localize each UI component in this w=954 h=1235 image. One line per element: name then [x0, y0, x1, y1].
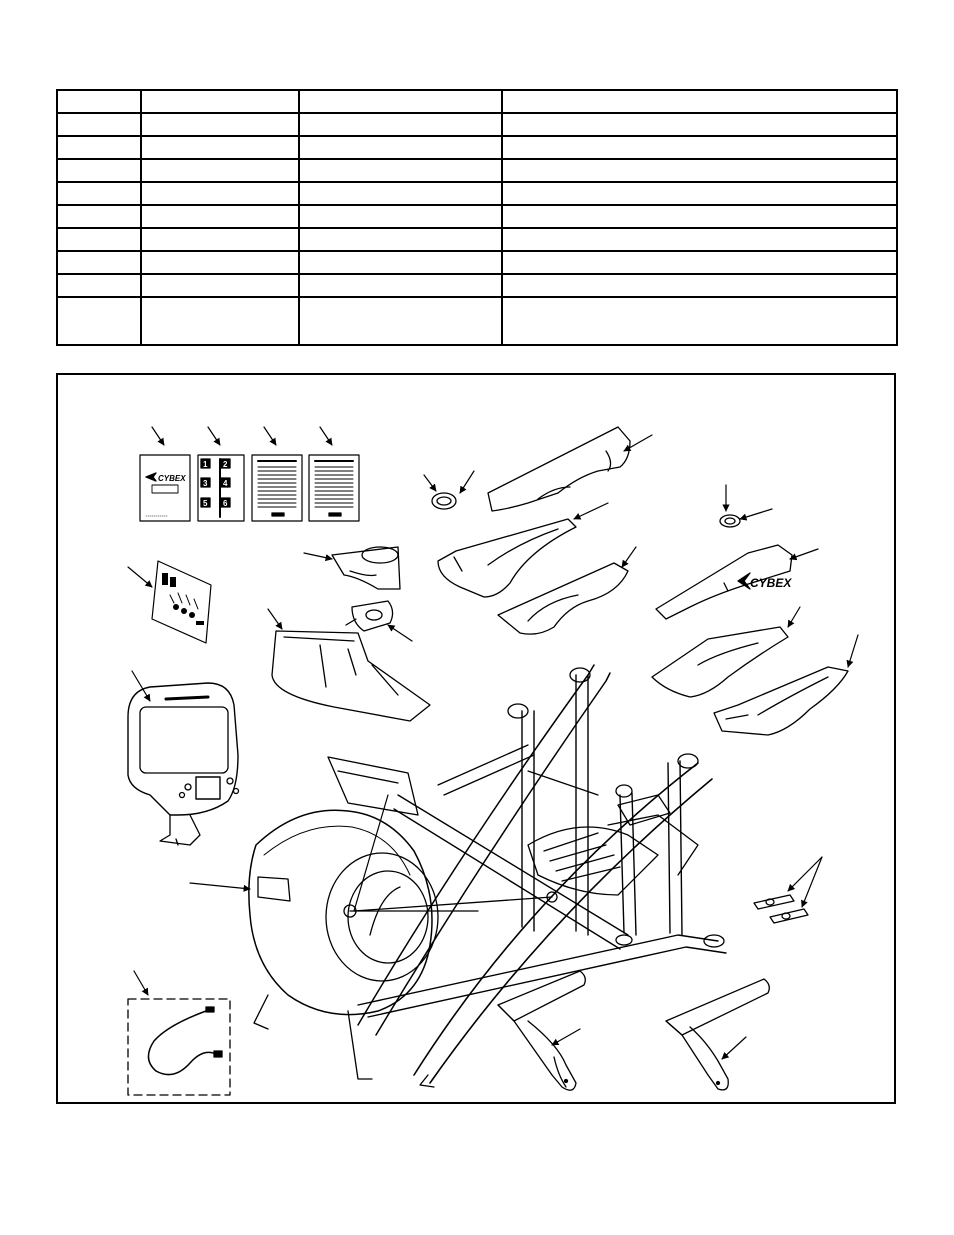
parts-table-cell: [56, 250, 142, 275]
power-cord-kit: [127, 998, 231, 1096]
parts-table-cell: [501, 273, 898, 298]
parts-table-row: [56, 181, 898, 206]
parts-table-row: [56, 250, 898, 275]
parts-table-cell: [140, 227, 300, 252]
parts-table-row: [56, 89, 898, 114]
left-handlebar: [497, 970, 586, 1091]
quick-card-number-boxes: [200, 458, 231, 508]
parts-table-cell: [56, 89, 142, 114]
exploded-parts-diagram: CYBEX 1 2 3 4 5 6: [56, 373, 896, 1104]
parts-table-cell: [56, 135, 142, 160]
parts-table-cell: [501, 135, 898, 160]
parts-table-cell: [298, 250, 503, 275]
parts-table-cell: [501, 296, 898, 346]
parts-table-cell: [298, 296, 503, 346]
right-side-cover-a: [651, 626, 789, 698]
right-top-cover: CYBEX: [655, 544, 793, 620]
parts-table-row: [56, 135, 898, 160]
parts-table-cell: [501, 204, 898, 229]
parts-table-row: [56, 158, 898, 183]
owners-manual: CYBEX: [139, 454, 191, 522]
quick-card-number-4: 4: [223, 479, 228, 488]
parts-table-cell: [56, 273, 142, 298]
left-side-cover-b: [497, 562, 629, 635]
parts-table-cell: [56, 112, 142, 137]
manual-brand-label: CYBEX: [158, 474, 186, 483]
quick-card-number-1: 1: [203, 460, 208, 469]
parts-table-cell: [140, 204, 300, 229]
parts-table-cell: [56, 227, 142, 252]
parts-table-cell: [298, 181, 503, 206]
parts-table-cell: [501, 158, 898, 183]
parts-table-cell: [501, 112, 898, 137]
parts-table-cell: [501, 227, 898, 252]
parts-table-cell: [140, 135, 300, 160]
lower-shroud-cup: [345, 600, 394, 632]
diagram-canvas: CYBEX 1 2 3 4 5 6: [127, 426, 859, 1096]
parts-table-row: [56, 273, 898, 298]
parts-table-cell: [298, 273, 503, 298]
right-handlebar: [665, 978, 770, 1091]
left-side-cover-a: [437, 518, 577, 598]
small-left-clip: [431, 492, 457, 510]
parts-table-cell: [140, 273, 300, 298]
parts-table: [56, 89, 898, 346]
parts-table-row: [56, 227, 898, 252]
parts-table-cell: [501, 89, 898, 114]
parts-table-row: [56, 112, 898, 137]
parts-table-cell: [501, 181, 898, 206]
parts-table-cell: [56, 181, 142, 206]
instruction-sheet-2: [308, 454, 360, 522]
parts-table-cell: [140, 89, 300, 114]
parts-table-cell: [56, 158, 142, 183]
quick-reference-card: 1 2 3 4 5 6: [197, 454, 245, 522]
callout-arrows: [127, 426, 859, 1060]
shroud-brand-label: CYBEX: [750, 576, 792, 590]
foot-pad-2: [769, 908, 809, 924]
right-side-cover-b: [713, 666, 849, 736]
parts-table-cell: [140, 112, 300, 137]
parts-table-cell: [56, 204, 142, 229]
parts-table-cell: [298, 204, 503, 229]
parts-table-cell: [501, 250, 898, 275]
quick-card-number-5: 5: [203, 499, 208, 508]
parts-table-cell: [298, 89, 503, 114]
foot-pad-1: [753, 894, 795, 910]
quick-card-number-6: 6: [223, 499, 228, 508]
parts-table-cell: [298, 227, 503, 252]
upper-shroud-cup: [331, 546, 401, 590]
parts-table-cell: [56, 296, 142, 346]
parts-table-cell: [140, 296, 300, 346]
parts-table-cell: [140, 250, 300, 275]
front-shroud: [271, 630, 431, 722]
parts-table-cell: [298, 158, 503, 183]
top-rail-cover: [487, 426, 631, 512]
console-assembly: [127, 682, 240, 846]
arc-trainer-frame: [248, 664, 727, 1088]
parts-table-cell: [140, 181, 300, 206]
hardware-card: [151, 560, 212, 644]
quick-card-number-2: 2: [223, 460, 228, 469]
parts-table-row: [56, 296, 898, 346]
right-small-clip: [719, 514, 741, 528]
quick-card-number-3: 3: [203, 479, 208, 488]
parts-table-cell: [298, 135, 503, 160]
instruction-sheet-1: [251, 454, 303, 522]
parts-table-body: [56, 89, 898, 346]
parts-table-cell: [298, 112, 503, 137]
parts-table-cell: [140, 158, 300, 183]
parts-table-row: [56, 204, 898, 229]
